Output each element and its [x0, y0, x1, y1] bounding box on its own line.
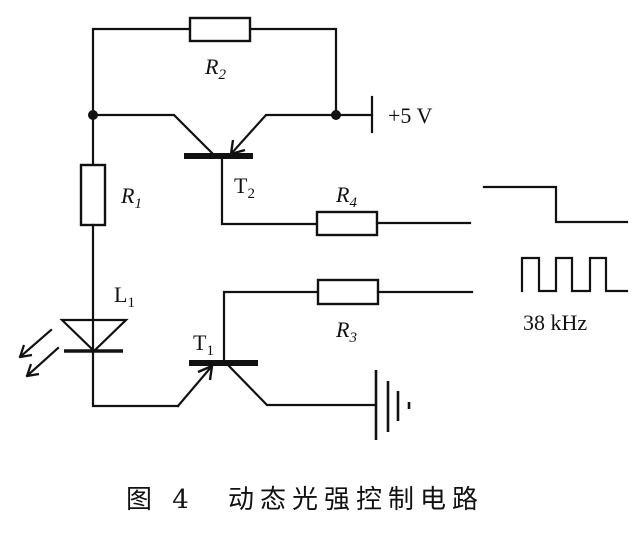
supply-terminal	[334, 95, 374, 134]
label-t2: T2	[234, 173, 255, 202]
transistor-t2	[91, 113, 338, 226]
transistor-t1	[176, 290, 378, 408]
label-r2: R2	[204, 54, 226, 83]
label-t1: T1	[193, 330, 214, 359]
label-supply: +5 V	[388, 103, 433, 128]
t1-emitter-arrow	[197, 364, 214, 381]
ground-icon	[374, 370, 411, 440]
resistor-r1	[79, 163, 107, 227]
figure-number: 图 4	[126, 485, 195, 515]
t2-emitter-arrow	[229, 139, 246, 156]
step-waveform	[482, 185, 629, 224]
figure-title: 动态光强控制电路	[228, 485, 484, 515]
label-l1: L1	[114, 282, 135, 311]
led-l1	[59, 318, 180, 408]
light-emission-arrows-icon	[18, 328, 60, 378]
square-waveform	[520, 256, 629, 293]
label-frequency: 38 kHz	[523, 310, 587, 335]
resistor-r3	[316, 278, 380, 306]
resistor-r2	[188, 16, 252, 43]
resistor-r4	[315, 210, 379, 237]
label-r3: R3	[335, 317, 357, 346]
label-r4: R4	[335, 182, 357, 211]
wire-top-loop	[91, 27, 338, 117]
label-r1: R1	[120, 183, 142, 212]
